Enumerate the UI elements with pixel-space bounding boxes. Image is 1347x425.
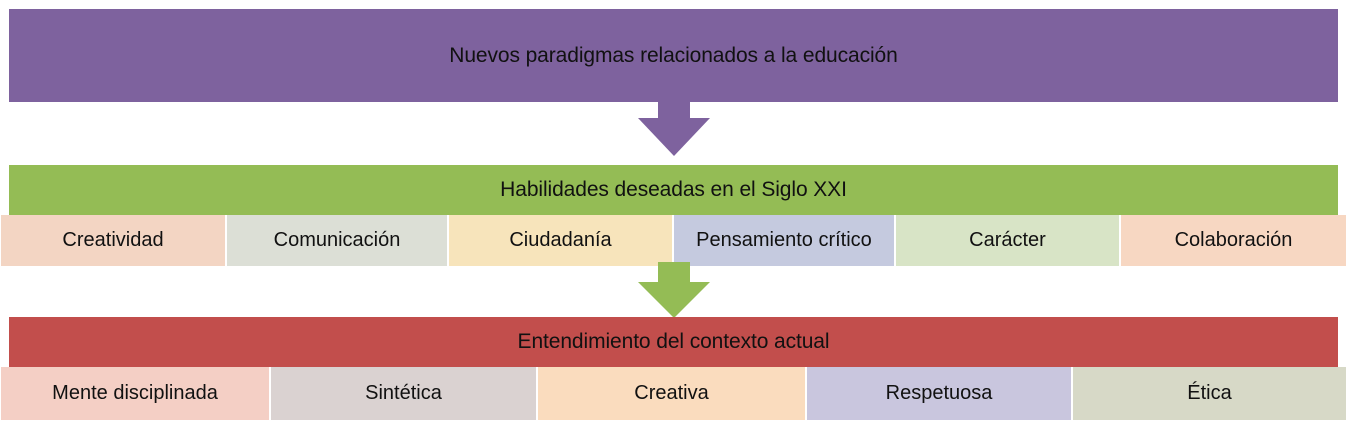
skills-band: Habilidades deseadas en el Siglo XXI <box>9 165 1338 215</box>
skill-cell-label: Comunicación <box>273 229 401 251</box>
skill-cell-label: Colaboración <box>1174 229 1293 251</box>
mind-cell-label: Mente disciplinada <box>52 382 218 404</box>
arrow-down-purple-icon <box>638 96 710 156</box>
skill-cell-label: Carácter <box>969 229 1046 251</box>
context-band-label: Entendimiento del contexto actual <box>517 330 830 353</box>
skill-cell-label: Creatividad <box>62 229 164 251</box>
mind-cell-label: Ética <box>1187 382 1232 404</box>
mind-cell-label: Respetuosa <box>885 382 993 404</box>
mind-cell-label: Sintética <box>365 382 442 404</box>
mind-cell-label: Creativa <box>634 382 709 404</box>
skill-cell: Ciudadanía <box>448 215 673 266</box>
mind-cell: Sintética <box>270 367 537 420</box>
skill-cell: Carácter <box>895 215 1120 266</box>
arrow-head <box>638 118 710 156</box>
skill-cell: Colaboración <box>1120 215 1347 266</box>
skills-band-label: Habilidades deseadas en el Siglo XXI <box>500 178 847 201</box>
context-band: Entendimiento del contexto actual <box>9 317 1338 367</box>
mind-cell: Respetuosa <box>806 367 1072 420</box>
skill-cell-label: Pensamiento crítico <box>696 229 872 251</box>
arrow-head <box>638 282 710 318</box>
title-band: Nuevos paradigmas relacionados a la educ… <box>9 9 1338 102</box>
mind-cell: Mente disciplinada <box>0 367 270 420</box>
title-band-label: Nuevos paradigmas relacionados a la educ… <box>449 43 898 67</box>
skill-cell: Comunicación <box>226 215 448 266</box>
minds-row: Mente disciplinada Sintética Creativa Re… <box>0 367 1347 420</box>
arrow-shaft <box>658 262 690 282</box>
arrow-shaft <box>658 96 690 118</box>
skill-cell: Creatividad <box>0 215 226 266</box>
mind-cell: Ética <box>1072 367 1347 420</box>
skill-cell-label: Ciudadanía <box>509 229 612 251</box>
mind-cell: Creativa <box>537 367 806 420</box>
skill-cell: Pensamiento crítico <box>673 215 895 266</box>
arrow-down-green-icon <box>638 262 710 318</box>
skills-row: Creatividad Comunicación Ciudadanía Pens… <box>0 215 1347 266</box>
